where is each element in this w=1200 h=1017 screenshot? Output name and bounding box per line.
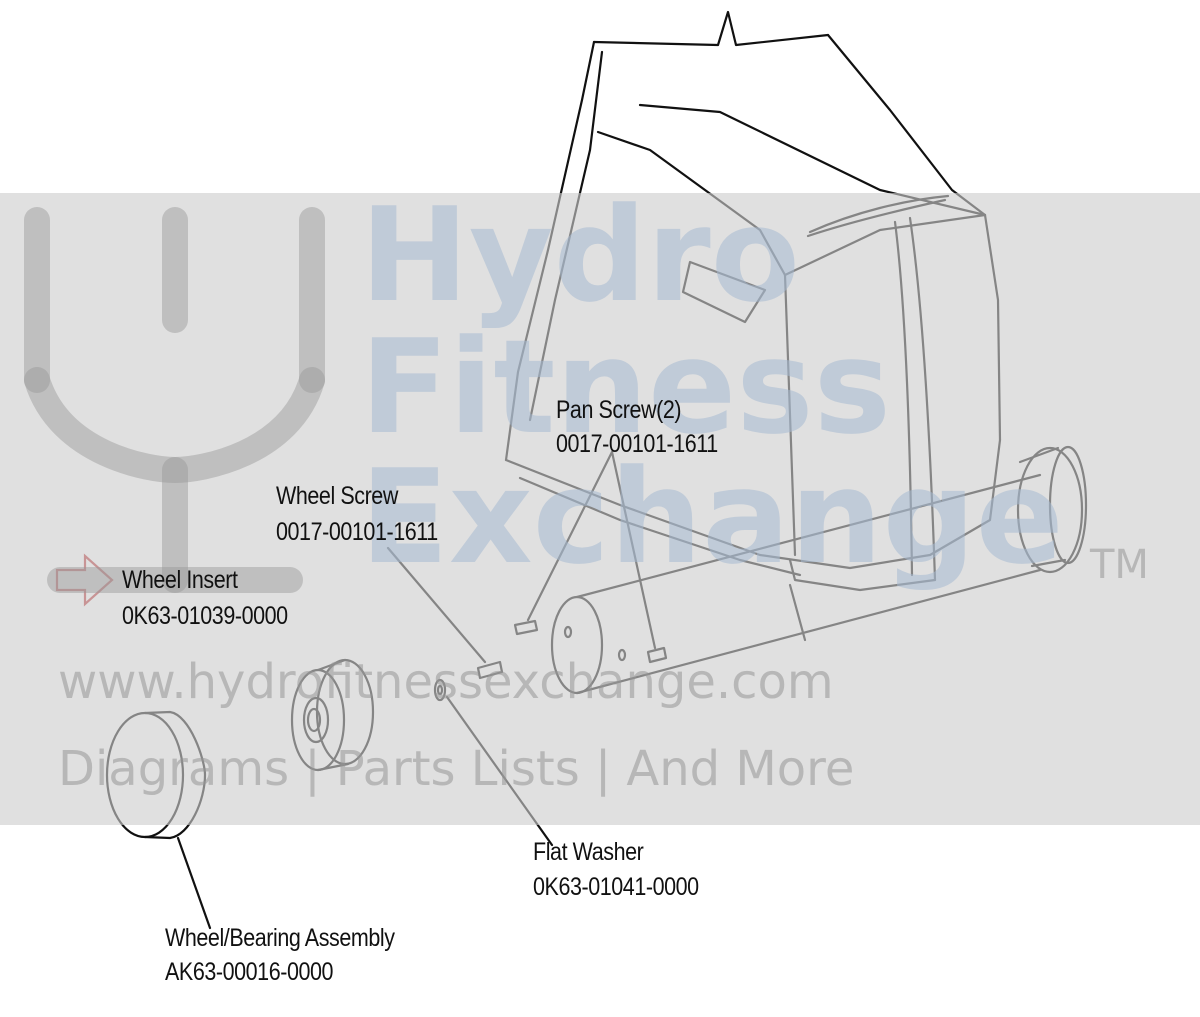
part-number-wheel-bearing-assembly: AK63-00016-0000 (165, 958, 334, 986)
part-number-flat-washer: 0K63-01041-0000 (533, 873, 699, 901)
label-pan-screw: Pan Screw(2) (556, 396, 682, 424)
label-flat-washer: Flat Washer (533, 838, 644, 866)
watermark-band (0, 193, 1200, 825)
label-wheel-screw: Wheel Screw (276, 482, 398, 510)
leader-wheel-bearing (176, 836, 212, 930)
watermark-tagline: Diagrams | Parts Lists | And More (58, 741, 855, 797)
label-wheel-insert: Wheel Insert (122, 566, 238, 594)
watermark-brand-3: Exchange (360, 441, 1064, 593)
part-number-wheel-insert: 0K63-01039-0000 (122, 602, 288, 630)
housing-top-edge (592, 10, 830, 47)
watermark-brand-2: Fitness (360, 311, 891, 463)
label-wheel-bearing-assembly: Wheel/Bearing Assembly (165, 924, 395, 952)
part-number-pan-screw: 0017-00101-1611 (556, 430, 718, 458)
watermark-website: www.hydrofitnessexchange.com (58, 654, 834, 710)
part-number-wheel-screw: 0017-00101-1611 (276, 518, 438, 546)
logo-fork-bowl (24, 367, 325, 484)
watermark-trademark: TM (1090, 542, 1149, 588)
watermark-brand-1: Hydro (360, 179, 801, 331)
